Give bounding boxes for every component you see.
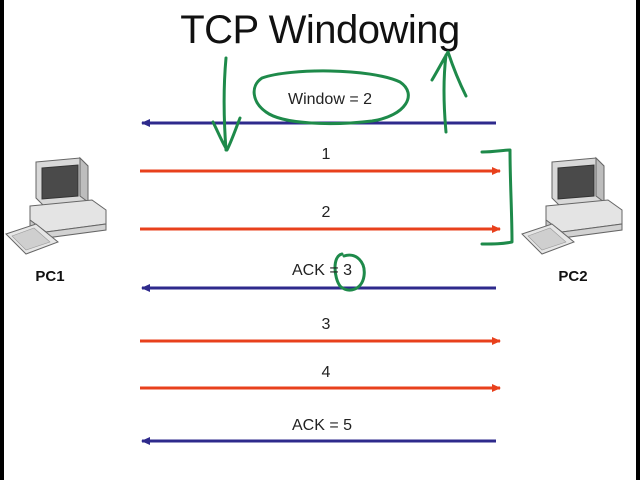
message-label-window: Window = 2 xyxy=(287,91,373,108)
message-label-segment-1: 1 xyxy=(321,146,331,163)
annotation-window-bracket xyxy=(480,148,514,246)
computer-icon xyxy=(5,156,107,255)
computer-icon xyxy=(521,156,623,255)
annotation-window-circle xyxy=(252,69,410,126)
message-label-segment-2: 2 xyxy=(321,204,331,221)
diagram-title: TCP Windowing xyxy=(180,8,460,52)
annotation-up-arrow xyxy=(430,50,468,134)
message-label-segment-3: 3 xyxy=(321,316,331,333)
message-label-ack-5: ACK = 5 xyxy=(291,417,353,434)
message-label-ack-3: ACK = 3 xyxy=(291,262,353,279)
annotation-ack-circle xyxy=(333,252,366,292)
pc1-label: PC1 xyxy=(35,268,65,285)
pc2-label: PC2 xyxy=(558,268,588,285)
message-label-segment-4: 4 xyxy=(321,364,331,381)
annotation-down-arrow xyxy=(211,56,242,152)
